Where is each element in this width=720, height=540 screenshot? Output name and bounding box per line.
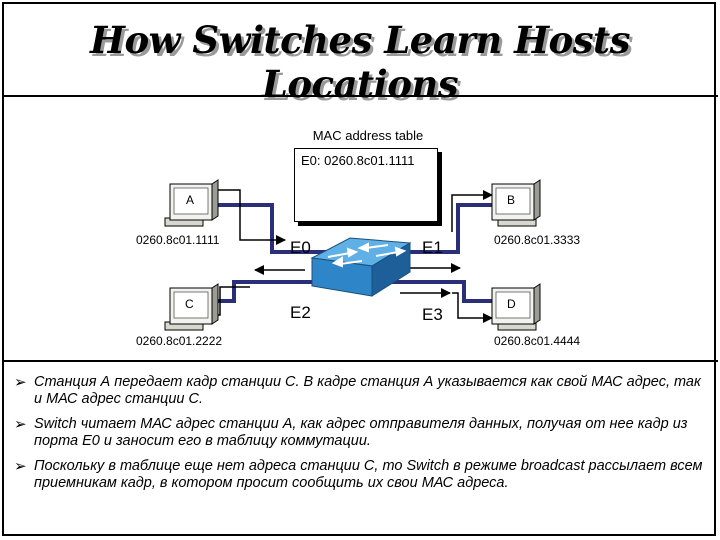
bullet-item: ➢ Поскольку в таблице еще нет адреса ста…: [12, 458, 712, 492]
port-e0-label: E0: [290, 238, 311, 257]
network-diagram: [164, 179, 541, 331]
computer-d-icon: [491, 283, 541, 331]
link-b: [380, 203, 496, 254]
bullet-arrow-icon: ➢: [14, 374, 27, 391]
mac-table-entry: E0: 0260.8c01.1111: [301, 153, 415, 168]
mac-table-title: MAC address table: [312, 128, 424, 143]
bullet-item: ➢ Станция А передает кадр станции С. В к…: [12, 374, 712, 408]
arrow-to-b: [451, 190, 493, 232]
port-e1-label: E1: [422, 238, 443, 257]
host-a-mac: 0260.8c01.1111: [136, 233, 220, 247]
computer-a-icon: [164, 179, 219, 227]
arrow-a-to-switch: [216, 189, 286, 245]
host-c-label: C: [185, 297, 194, 311]
arrow-to-d: [452, 292, 493, 323]
link-c: [211, 280, 330, 303]
bullet-text: Станция А передает кадр станции С. В кад…: [34, 374, 701, 407]
host-b-mac: 0260.8c01.3333: [494, 233, 581, 247]
link-a: [211, 203, 330, 254]
host-c-mac: 0260.8c01.2222: [136, 334, 223, 348]
host-b-label: B: [507, 193, 516, 207]
host-d-label: D: [507, 297, 516, 311]
computer-b-icon: [491, 179, 541, 227]
bullet-list: ➢ Станция А передает кадр станции С. В к…: [12, 374, 712, 500]
port-e3-label: E3: [422, 305, 443, 324]
bullet-item: ➢ Switch читает МАС адрес станции А, как…: [12, 416, 712, 450]
bullet-text: Поскольку в таблице еще нет адреса станц…: [34, 458, 703, 491]
title-divider: [2, 95, 718, 97]
host-a-label: A: [186, 193, 195, 207]
switch-icon: [310, 237, 412, 297]
mac-address-table: E0: 0260.8c01.1111: [294, 148, 438, 222]
slide-title: How Switches Learn Hosts Locations: [90, 18, 630, 106]
port-e2-label: E2: [290, 303, 311, 322]
host-d-mac: 0260.8c01.4444: [494, 334, 581, 348]
link-d: [380, 280, 496, 303]
diagram-divider: [2, 360, 718, 362]
bullet-arrow-icon: ➢: [14, 458, 27, 475]
bullet-text: Switch читает МАС адрес станции А, как а…: [34, 416, 688, 449]
computer-c-icon: [164, 283, 219, 331]
bullet-arrow-icon: ➢: [14, 416, 27, 433]
